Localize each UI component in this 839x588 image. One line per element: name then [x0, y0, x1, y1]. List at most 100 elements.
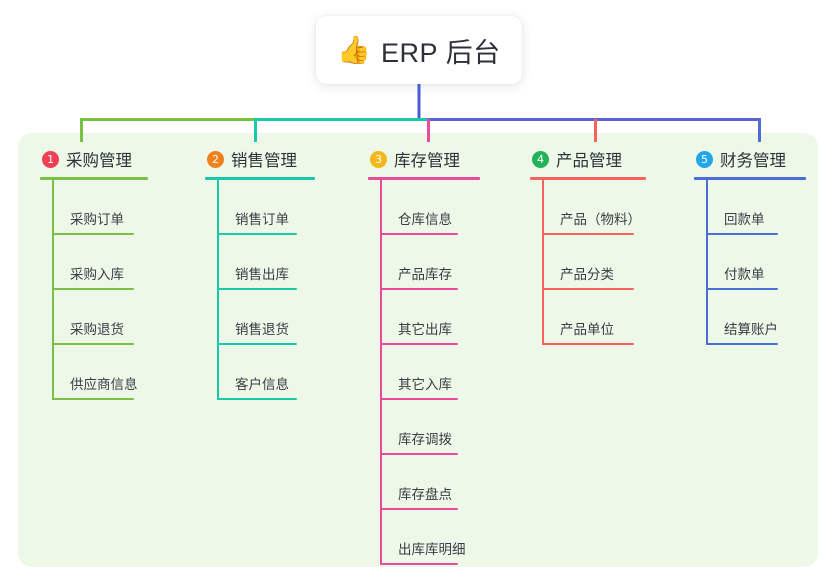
- branch-trunk-2: [217, 180, 219, 400]
- branch-item-underline: [542, 233, 634, 235]
- branch-item[interactable]: 库存盘点: [368, 455, 480, 510]
- branch-underline-5: [694, 177, 806, 180]
- branch-item[interactable]: 其它入库: [368, 345, 480, 400]
- branch-item[interactable]: 仓库信息: [368, 180, 480, 235]
- branch-header-4[interactable]: 4 产品管理: [530, 146, 646, 172]
- branch-item[interactable]: 采购订单: [40, 180, 148, 235]
- branch-title-4: 产品管理: [556, 152, 622, 170]
- branch-item[interactable]: 回款单: [694, 180, 806, 235]
- branch-item-underline: [542, 288, 634, 290]
- branch-header-2[interactable]: 2 销售管理: [205, 146, 315, 172]
- branch-item-label: 仓库信息: [398, 212, 452, 227]
- branch-header-3[interactable]: 3 库存管理: [368, 146, 480, 172]
- branch-item-underline: [706, 288, 778, 290]
- branch-item-underline: [52, 288, 134, 290]
- branch-item-label: 客户信息: [235, 377, 289, 392]
- branch-items-4: 产品（物料） 产品分类产品单位: [530, 180, 646, 345]
- branch-item-label: 其它入库: [398, 377, 452, 392]
- branch-badge-2: 2: [207, 150, 224, 168]
- branch-trunk-5: [706, 180, 708, 345]
- branch-item-label: 销售订单: [235, 212, 289, 227]
- branch-item-label: 产品库存: [398, 267, 452, 282]
- branch-item-underline: [217, 398, 297, 400]
- branch-item-underline: [380, 508, 458, 510]
- branch-item-label: 采购入库: [70, 267, 124, 282]
- branch-item-underline: [380, 288, 458, 290]
- branch-item-underline: [217, 343, 297, 345]
- branch-item-label: 采购订单: [70, 212, 124, 227]
- branch-item-label: 产品（物料）: [560, 212, 641, 227]
- branch-item[interactable]: 结算账户: [694, 290, 806, 345]
- branch-item-underline: [52, 233, 134, 235]
- root-title: ERP 后台: [381, 37, 501, 68]
- branch-item-label: 其它出库: [398, 322, 452, 337]
- branch-item[interactable]: 产品（物料）: [530, 180, 646, 235]
- branch-trunk-3: [380, 180, 382, 565]
- branch-underline-1: [40, 177, 148, 180]
- branch-item[interactable]: 出库库明细: [368, 510, 480, 565]
- branch-item-label: 供应商信息: [70, 377, 138, 392]
- branch-items-2: 销售订单销售出库销售退货客户信息: [205, 180, 315, 400]
- branch-item-underline: [52, 398, 134, 400]
- branch-underline-2: [205, 177, 315, 180]
- branch-item[interactable]: 采购退货: [40, 290, 148, 345]
- branch-item[interactable]: 付款单: [694, 235, 806, 290]
- branch-item-label: 结算账户: [724, 322, 778, 337]
- branch-item-label: 销售退货: [235, 322, 289, 337]
- branch-title-3: 库存管理: [394, 152, 460, 170]
- branch-item-underline: [380, 343, 458, 345]
- branch-item[interactable]: 采购入库: [40, 235, 148, 290]
- branch-title-5: 财务管理: [720, 152, 786, 170]
- branch-item[interactable]: 其它出库: [368, 290, 480, 345]
- branch-underline-3: [368, 177, 480, 180]
- branch-item-label: 产品分类: [560, 267, 614, 282]
- branch-item-underline: [217, 288, 297, 290]
- branch-column-1: 1 采购管理采购订单采购入库采购退货供应商信息: [40, 146, 148, 400]
- branch-item-label: 采购退货: [70, 322, 124, 337]
- branch-badge-1: 1: [42, 150, 59, 168]
- branch-title-2: 销售管理: [231, 152, 297, 170]
- branch-item[interactable]: 产品库存: [368, 235, 480, 290]
- branch-item[interactable]: 供应商信息: [40, 345, 148, 400]
- branch-items-3: 仓库信息产品库存其它出库其它入库库存调拨库存盘点出库库明细: [368, 180, 480, 565]
- branch-item-label: 回款单: [724, 212, 765, 227]
- branch-item[interactable]: 销售退货: [205, 290, 315, 345]
- branch-item[interactable]: 销售出库: [205, 235, 315, 290]
- branch-item-underline: [217, 233, 297, 235]
- branches-panel: [18, 133, 818, 567]
- branch-item-underline: [52, 343, 134, 345]
- branch-item-label: 库存调拨: [398, 432, 452, 447]
- branch-title-1: 采购管理: [66, 152, 132, 170]
- branch-trunk-1: [52, 180, 54, 400]
- branch-trunk-4: [542, 180, 544, 345]
- branch-item-label: 出库库明细: [398, 542, 466, 557]
- branch-item-underline: [380, 398, 458, 400]
- branch-header-1[interactable]: 1 采购管理: [40, 146, 148, 172]
- branch-items-5: 回款单付款单结算账户: [694, 180, 806, 345]
- thumbs-up-icon: 👍: [337, 34, 372, 66]
- root-node[interactable]: 👍 ERP 后台: [316, 16, 522, 84]
- branch-item-label: 库存盘点: [398, 487, 452, 502]
- branch-item[interactable]: 产品分类: [530, 235, 646, 290]
- branch-item[interactable]: 销售订单: [205, 180, 315, 235]
- branch-item-label: 产品单位: [560, 322, 614, 337]
- branch-items-1: 采购订单采购入库采购退货供应商信息: [40, 180, 148, 400]
- branch-item-underline: [542, 343, 634, 345]
- branch-column-2: 2 销售管理销售订单销售出库销售退货客户信息: [205, 146, 315, 400]
- branch-item-label: 付款单: [724, 267, 765, 282]
- branch-header-5[interactable]: 5 财务管理: [694, 146, 806, 172]
- branch-badge-4: 4: [532, 150, 549, 168]
- branch-item[interactable]: 产品单位: [530, 290, 646, 345]
- branch-item[interactable]: 客户信息: [205, 345, 315, 400]
- branch-item-underline: [380, 453, 458, 455]
- branch-item-underline: [380, 563, 458, 565]
- branch-underline-4: [530, 177, 646, 180]
- branch-column-3: 3 库存管理仓库信息产品库存其它出库其它入库库存调拨库存盘点出库库明细: [368, 146, 480, 565]
- branch-badge-5: 5: [696, 150, 713, 168]
- branch-item-underline: [380, 233, 458, 235]
- branch-badge-3: 3: [370, 150, 387, 168]
- branch-item[interactable]: 库存调拨: [368, 400, 480, 455]
- branch-item-label: 销售出库: [235, 267, 289, 282]
- branch-item-underline: [706, 233, 778, 235]
